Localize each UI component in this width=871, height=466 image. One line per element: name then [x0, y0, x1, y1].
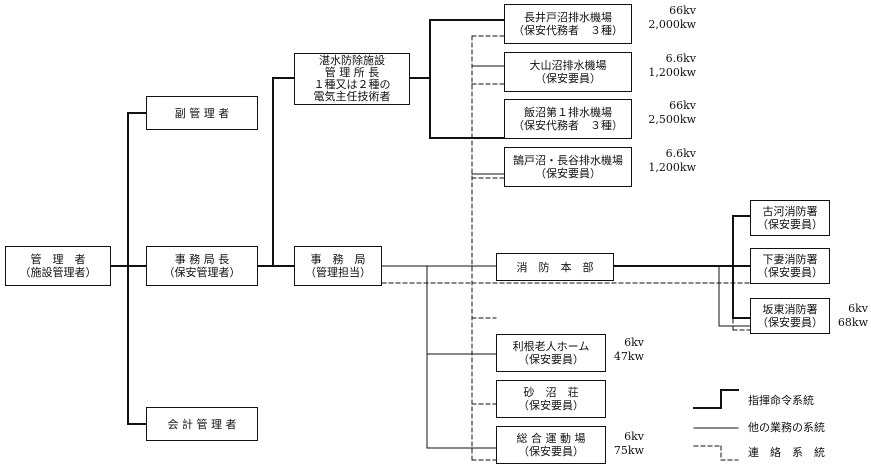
command-line-bureau-office	[257, 77, 296, 267]
node-sunuma-so: 砂 沼 荘 （保安要員）	[496, 380, 606, 418]
legend-command-symbol	[693, 389, 739, 409]
node-vice-manager: 副 管 理 者	[146, 96, 258, 130]
node-fire-station-2: 下妻消防署 （保安要員）	[750, 248, 830, 284]
node-pump-station-3: 飯沼第１排水機場 （保安代務者 ３種）	[504, 99, 632, 139]
liaison-line-main	[381, 282, 751, 461]
spec-nursing-home: 6kv 47kw	[613, 336, 644, 363]
legend-other-label: 他の業務の系統	[748, 421, 825, 434]
node-fire-station-1: 古河消防署 （保安要員）	[750, 200, 830, 236]
node-pump-station-2: 大山沼排水機場 （保安要員）	[504, 52, 632, 92]
spec-sports-ground: 6kv 75kw	[613, 430, 644, 457]
node-manager: 管 理 者 （施設管理者）	[5, 246, 111, 286]
node-flood-office: 湛水防除施設 管 理 所 長 １種又は２種の 電気主任技術者	[294, 53, 410, 105]
legend-liaison-symbol	[693, 445, 739, 461]
spec-pump-station-4: 6.6kv 1,200kw	[648, 147, 696, 174]
node-accounting: 会 計 管 理 者	[146, 407, 258, 441]
other-line-pumps	[471, 65, 506, 175]
spec-pump-station-3: 66kv 2,500kw	[648, 99, 696, 126]
spec-fire-station-3: 6kv 68kw	[837, 302, 868, 329]
node-fire-station-3: 坂東消防署 （保安要員）	[750, 298, 830, 334]
command-line-fire	[613, 215, 751, 319]
node-sports-ground: 総 合 運 動 場 （保安要員）	[496, 426, 606, 464]
spec-pump-station-2: 6.6kv 1,200kw	[648, 52, 696, 79]
other-line-fire	[718, 265, 751, 327]
node-fire-headquarters: 消 防 本 部	[496, 253, 614, 281]
node-secretariat: 事 務 局 （管理担当）	[294, 246, 382, 286]
command-line-manager	[109, 112, 148, 425]
spec-pump-station-1: 66kv 2,000kw	[648, 4, 696, 31]
legend-command-label: 指揮命令系統	[748, 394, 814, 407]
liaison-line-pumps	[471, 35, 506, 461]
node-pump-station-1: 長井戸沼排水機場 （保安代務者 ３種）	[504, 4, 632, 44]
node-pump-station-4: 鵠戸沼・長谷排水機場 （保安要員）	[504, 147, 632, 187]
node-bureau-chief: 事 務 局 長 （保安管理者）	[146, 246, 258, 286]
node-nursing-home: 利根老人ホーム （保安要員）	[496, 334, 606, 372]
legend-liaison-label: 連 絡 系 統	[748, 446, 825, 459]
other-line-secretariat	[381, 265, 497, 449]
liaison-line-fire	[732, 265, 751, 331]
command-line-office-pumps	[409, 19, 506, 139]
